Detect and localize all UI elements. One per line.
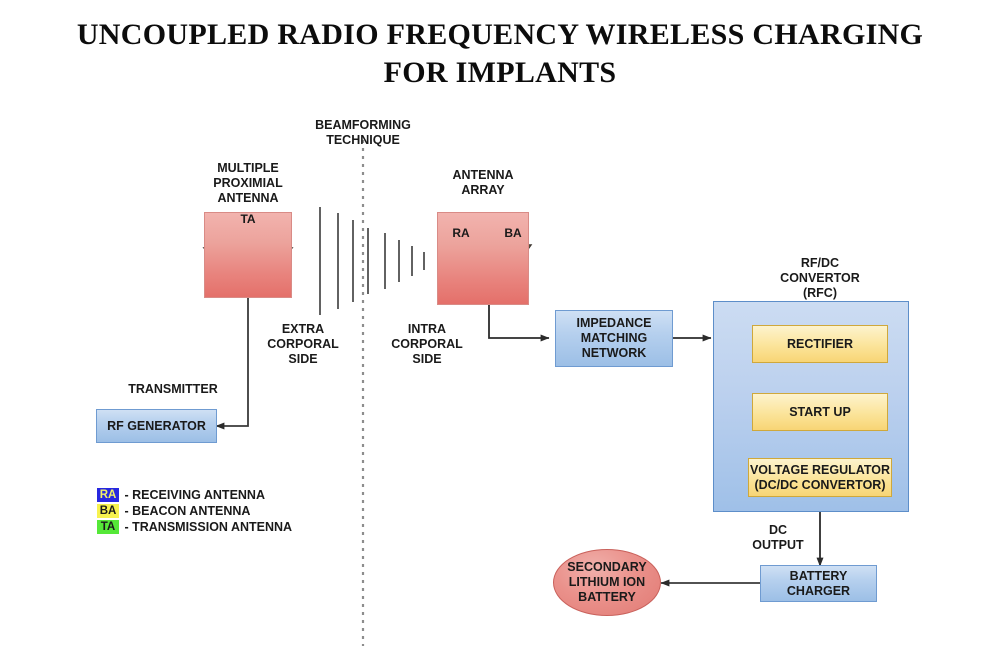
legend-key-ra: RA <box>97 487 119 502</box>
page-title: UNCOUPLED RADIO FREQUENCY WIRELESS CHARG… <box>76 18 924 89</box>
rf-generator-box[interactable]: RF GENERATOR <box>96 409 217 443</box>
voltage-regulator-box[interactable]: VOLTAGE REGULATOR (DC/DC CONVERTOR) <box>748 458 892 497</box>
secondary-battery-ellipse[interactable]: SECONDARY LITHIUM ION BATTERY <box>553 549 661 616</box>
multiple-proximal-antenna-box[interactable] <box>204 212 292 298</box>
legend-text-ra: - RECEIVING ANTENNA <box>121 487 265 502</box>
rectifier-box[interactable]: RECTIFIER <box>752 325 888 363</box>
connector-array-to-impedance <box>488 305 550 342</box>
battery-charger-box[interactable]: BATTERY CHARGER <box>760 565 877 602</box>
beamforming-lines <box>319 207 425 315</box>
connector-antenna-to-rfgenerator <box>215 298 249 430</box>
legend-item: TA - TRANSMISSION ANTENNA <box>97 519 292 534</box>
ra-label: RA <box>452 226 470 240</box>
intra-corporal-side-caption: INTRA CORPORAL SIDE <box>391 322 463 366</box>
legend-key-ba: BA <box>97 503 119 518</box>
ba-label: BA <box>504 226 522 240</box>
extra-corporal-side-caption: EXTRA CORPORAL SIDE <box>267 322 339 366</box>
ta-label: TA <box>240 212 256 226</box>
transmitter-caption: TRANSMITTER <box>128 382 218 396</box>
legend: RA - RECEIVING ANTENNA BA - BEACON ANTEN… <box>97 487 292 535</box>
beamforming-caption: BEAMFORMING TECHNIQUE <box>315 118 411 147</box>
legend-item: BA - BEACON ANTENNA <box>97 503 292 518</box>
start-up-box[interactable]: START UP <box>752 393 888 431</box>
rfdc-convertor-caption: RF/DC CONVERTOR (RFC) <box>780 256 860 300</box>
legend-text-ta: - TRANSMISSION ANTENNA <box>121 519 293 534</box>
legend-text-ba: - BEACON ANTENNA <box>121 503 251 518</box>
legend-key-ta: TA <box>97 519 119 534</box>
legend-item: RA - RECEIVING ANTENNA <box>97 487 292 502</box>
impedance-matching-network-box[interactable]: IMPEDANCE MATCHING NETWORK <box>555 310 673 367</box>
antenna-array-box[interactable] <box>437 212 529 305</box>
antenna-array-caption: ANTENNA ARRAY <box>452 168 514 197</box>
dc-output-caption: DC OUTPUT <box>752 523 804 552</box>
multiple-proximal-antenna-caption: MULTIPLE PROXIMIAL ANTENNA <box>213 161 283 205</box>
